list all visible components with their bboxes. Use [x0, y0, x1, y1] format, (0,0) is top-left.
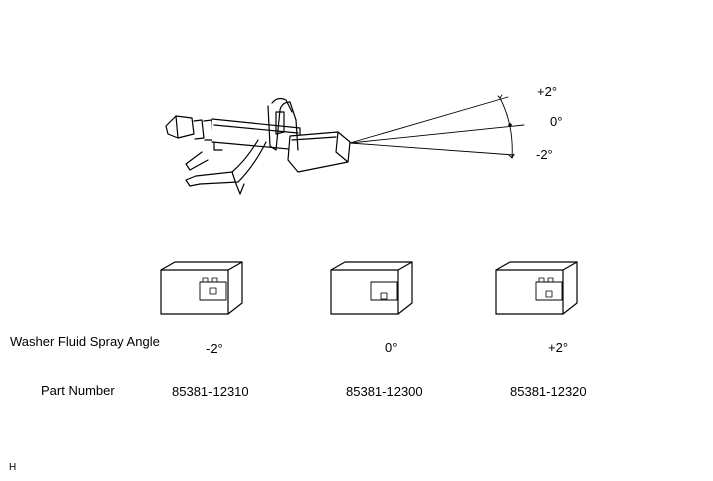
angle-label-zero: 0°	[550, 114, 563, 129]
row-label-spray-angle: Washer Fluid Spray Angle	[10, 334, 160, 349]
angle-label-plus: +2°	[537, 84, 558, 99]
figure-code: H	[9, 462, 17, 473]
nozzle-box-minus	[160, 261, 243, 315]
spray-angle-value: +2°	[548, 340, 569, 355]
spray-angle-value: -2°	[206, 341, 223, 356]
nozzle-box-plus	[495, 261, 578, 315]
part-number-value: 85381-12300	[346, 384, 423, 399]
spray-angle-lines	[349, 94, 525, 159]
angle-label-minus: -2°	[536, 147, 553, 162]
row-label-part-number: Part Number	[41, 383, 115, 398]
washer-nozzle-illustration	[165, 97, 351, 195]
part-number-value: 85381-12310	[172, 384, 249, 399]
spray-angle-value: 0°	[385, 340, 398, 355]
nozzle-box-zero	[330, 261, 413, 315]
part-number-value: 85381-12320	[510, 384, 587, 399]
